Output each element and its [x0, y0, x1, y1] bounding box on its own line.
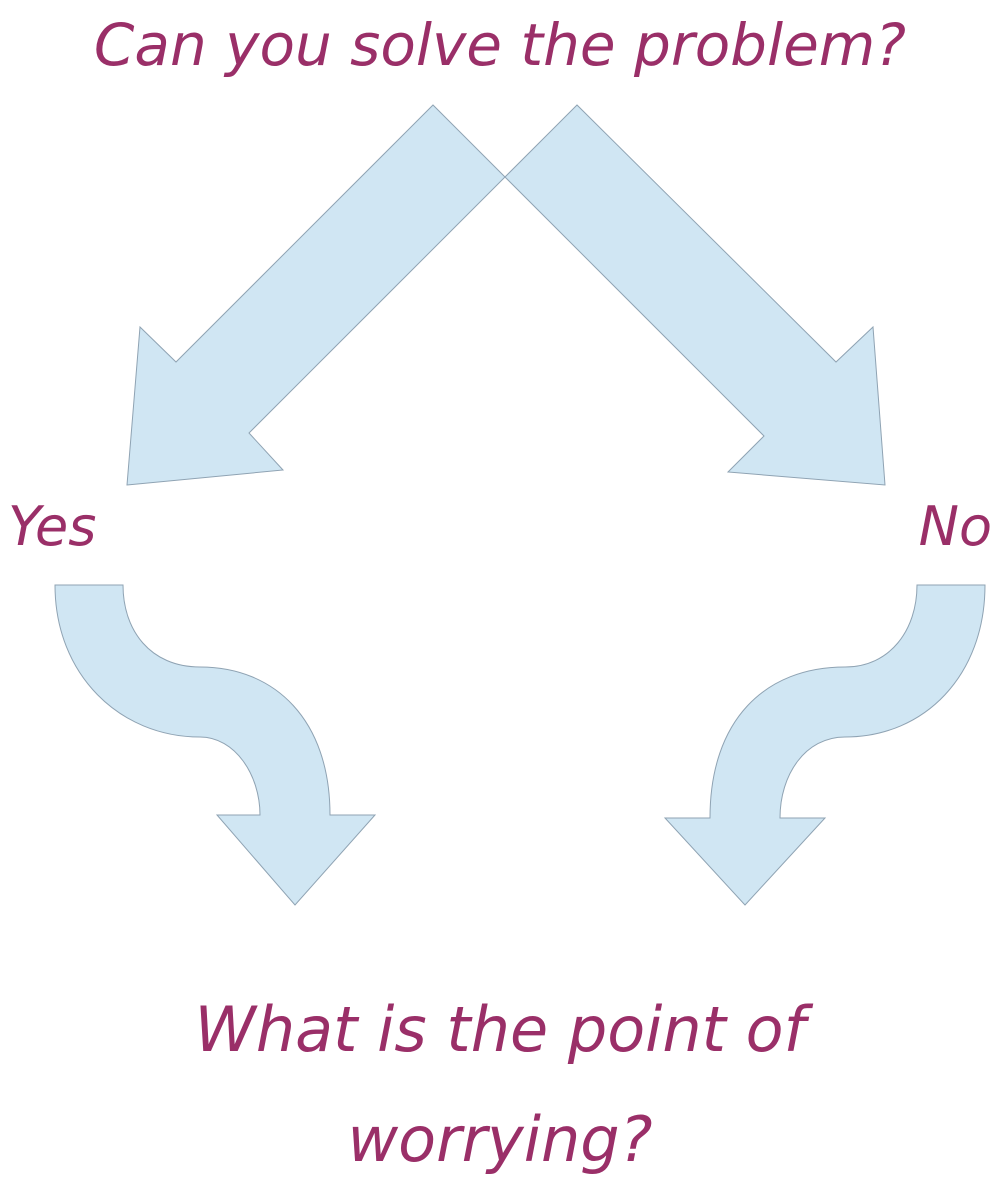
- arrow-to-yes: [126, 104, 506, 486]
- question-text: Can you solve the problem?: [93, 11, 907, 79]
- yes-label: Yes: [8, 495, 97, 558]
- conclusion-text: What is the point of worrying?: [0, 975, 1000, 1195]
- conclusion-line-1: What is the point of: [194, 993, 806, 1066]
- conclusion-line-2: worrying?: [347, 1103, 653, 1176]
- arrow-to-no: [504, 104, 886, 486]
- curved-arrow-no: [663, 584, 986, 906]
- no-label: No: [918, 495, 992, 558]
- curved-arrow-yes: [54, 584, 377, 906]
